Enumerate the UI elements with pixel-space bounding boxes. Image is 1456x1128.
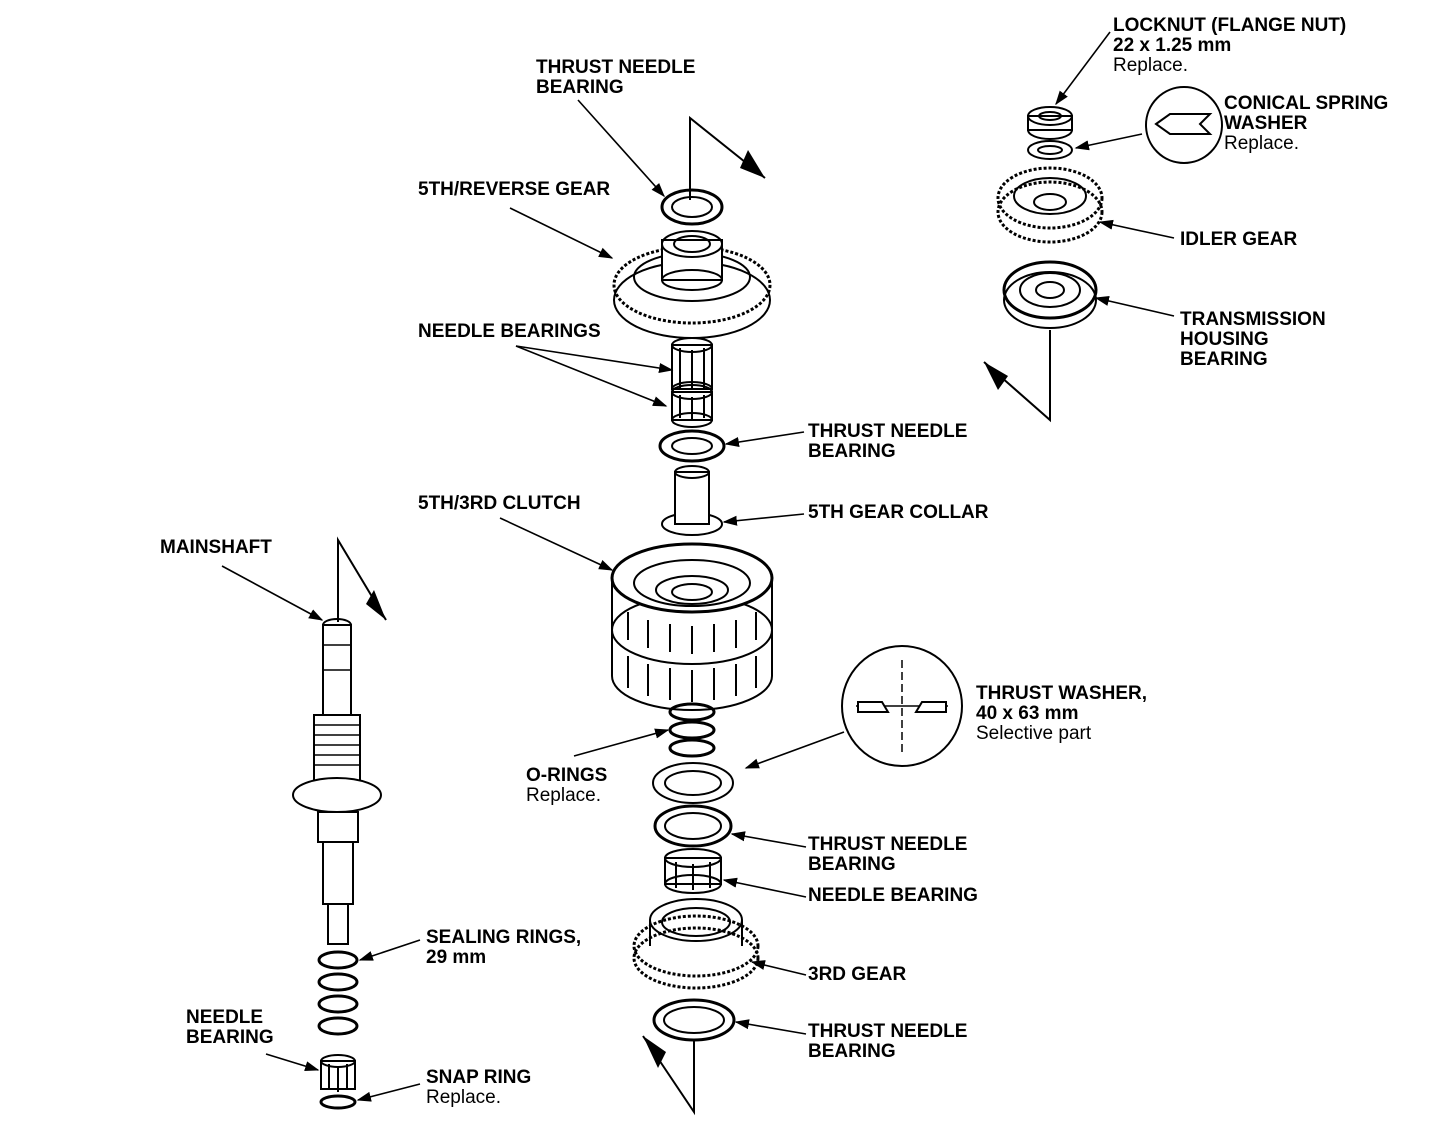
conical-spring-washer-detail xyxy=(1145,86,1223,164)
label-idler-gear: IDLER GEAR xyxy=(1180,229,1298,250)
third-gear-part xyxy=(632,898,760,990)
label-thrust-needle-bearing-2: THRUST NEEDLE BEARING xyxy=(808,421,968,462)
snap-ring-part xyxy=(319,1094,357,1110)
o-rings-part xyxy=(668,702,716,758)
fifth-third-clutch-part xyxy=(610,542,774,711)
label-thrust-needle-bearing-bottom: THRUST NEEDLE BEARING xyxy=(808,1021,968,1062)
axis-break-top xyxy=(689,115,766,200)
label-fifth-third-clutch: 5TH/3RD CLUTCH xyxy=(418,493,581,514)
label-needle-bearings: NEEDLE BEARINGS xyxy=(418,321,601,342)
center-assembly xyxy=(610,115,774,1116)
thrust-needle-bearing-bottom-part xyxy=(652,998,736,1042)
transmission-housing-bearing-part xyxy=(1002,260,1098,329)
needle-bearings-part xyxy=(671,337,713,428)
label-third-gear: 3RD GEAR xyxy=(808,964,907,985)
thrust-needle-bearing-2-part xyxy=(658,429,726,463)
fifth-reverse-gear-part xyxy=(612,230,772,339)
locknut-part xyxy=(1027,106,1073,140)
label-locknut: LOCKNUT (FLANGE NUT) 22 x 1.25 mm Replac… xyxy=(1113,15,1347,76)
thrust-washer-detail xyxy=(841,645,963,767)
label-fifth-reverse-gear: 5TH/REVERSE GEAR xyxy=(418,179,611,200)
fifth-gear-collar-part xyxy=(661,465,723,536)
label-snap-ring: SNAP RING Replace. xyxy=(426,1067,532,1108)
label-thrust-needle-bearing-3: THRUST NEEDLE BEARING xyxy=(808,834,968,875)
thrust-needle-bearing-top-part xyxy=(660,188,724,226)
label-mainshaft: MAINSHAFT xyxy=(160,537,272,558)
label-sealing-rings: SEALING RINGS, 29 mm xyxy=(426,927,582,968)
mainshaft-assembly xyxy=(292,536,387,1110)
thrust-washer-part xyxy=(652,762,734,804)
thrust-needle-bearing-3-part xyxy=(653,804,733,848)
idler-assembly xyxy=(983,86,1223,423)
label-o-rings: O-RINGS Replace. xyxy=(526,765,608,806)
idler-gear-part xyxy=(996,166,1104,244)
label-needle-bearing-center: NEEDLE BEARING xyxy=(808,885,978,906)
label-fifth-gear-collar: 5TH GEAR COLLAR xyxy=(808,502,989,523)
needle-bearing-left-part xyxy=(320,1054,356,1092)
label-needle-bearing-left: NEEDLE BEARING xyxy=(186,1007,274,1048)
label-thrust-washer: THRUST WASHER, 40 x 63 mm Selective part xyxy=(976,683,1147,744)
leader-lines xyxy=(221,31,1175,1102)
needle-bearing-center-part xyxy=(664,848,722,894)
axis-break-idler xyxy=(983,330,1051,423)
label-conical-spring-washer: CONICAL SPRING WASHER Replace. xyxy=(1224,93,1389,154)
label-transmission-housing-bearing: TRANSMISSION HOUSING BEARING xyxy=(1180,309,1326,370)
conical-spring-washer-part xyxy=(1027,140,1073,160)
sealing-rings-part xyxy=(317,950,359,1036)
label-thrust-needle-bearing-top: THRUST NEEDLE BEARING xyxy=(536,57,696,98)
axis-break-mainshaft xyxy=(337,536,387,622)
